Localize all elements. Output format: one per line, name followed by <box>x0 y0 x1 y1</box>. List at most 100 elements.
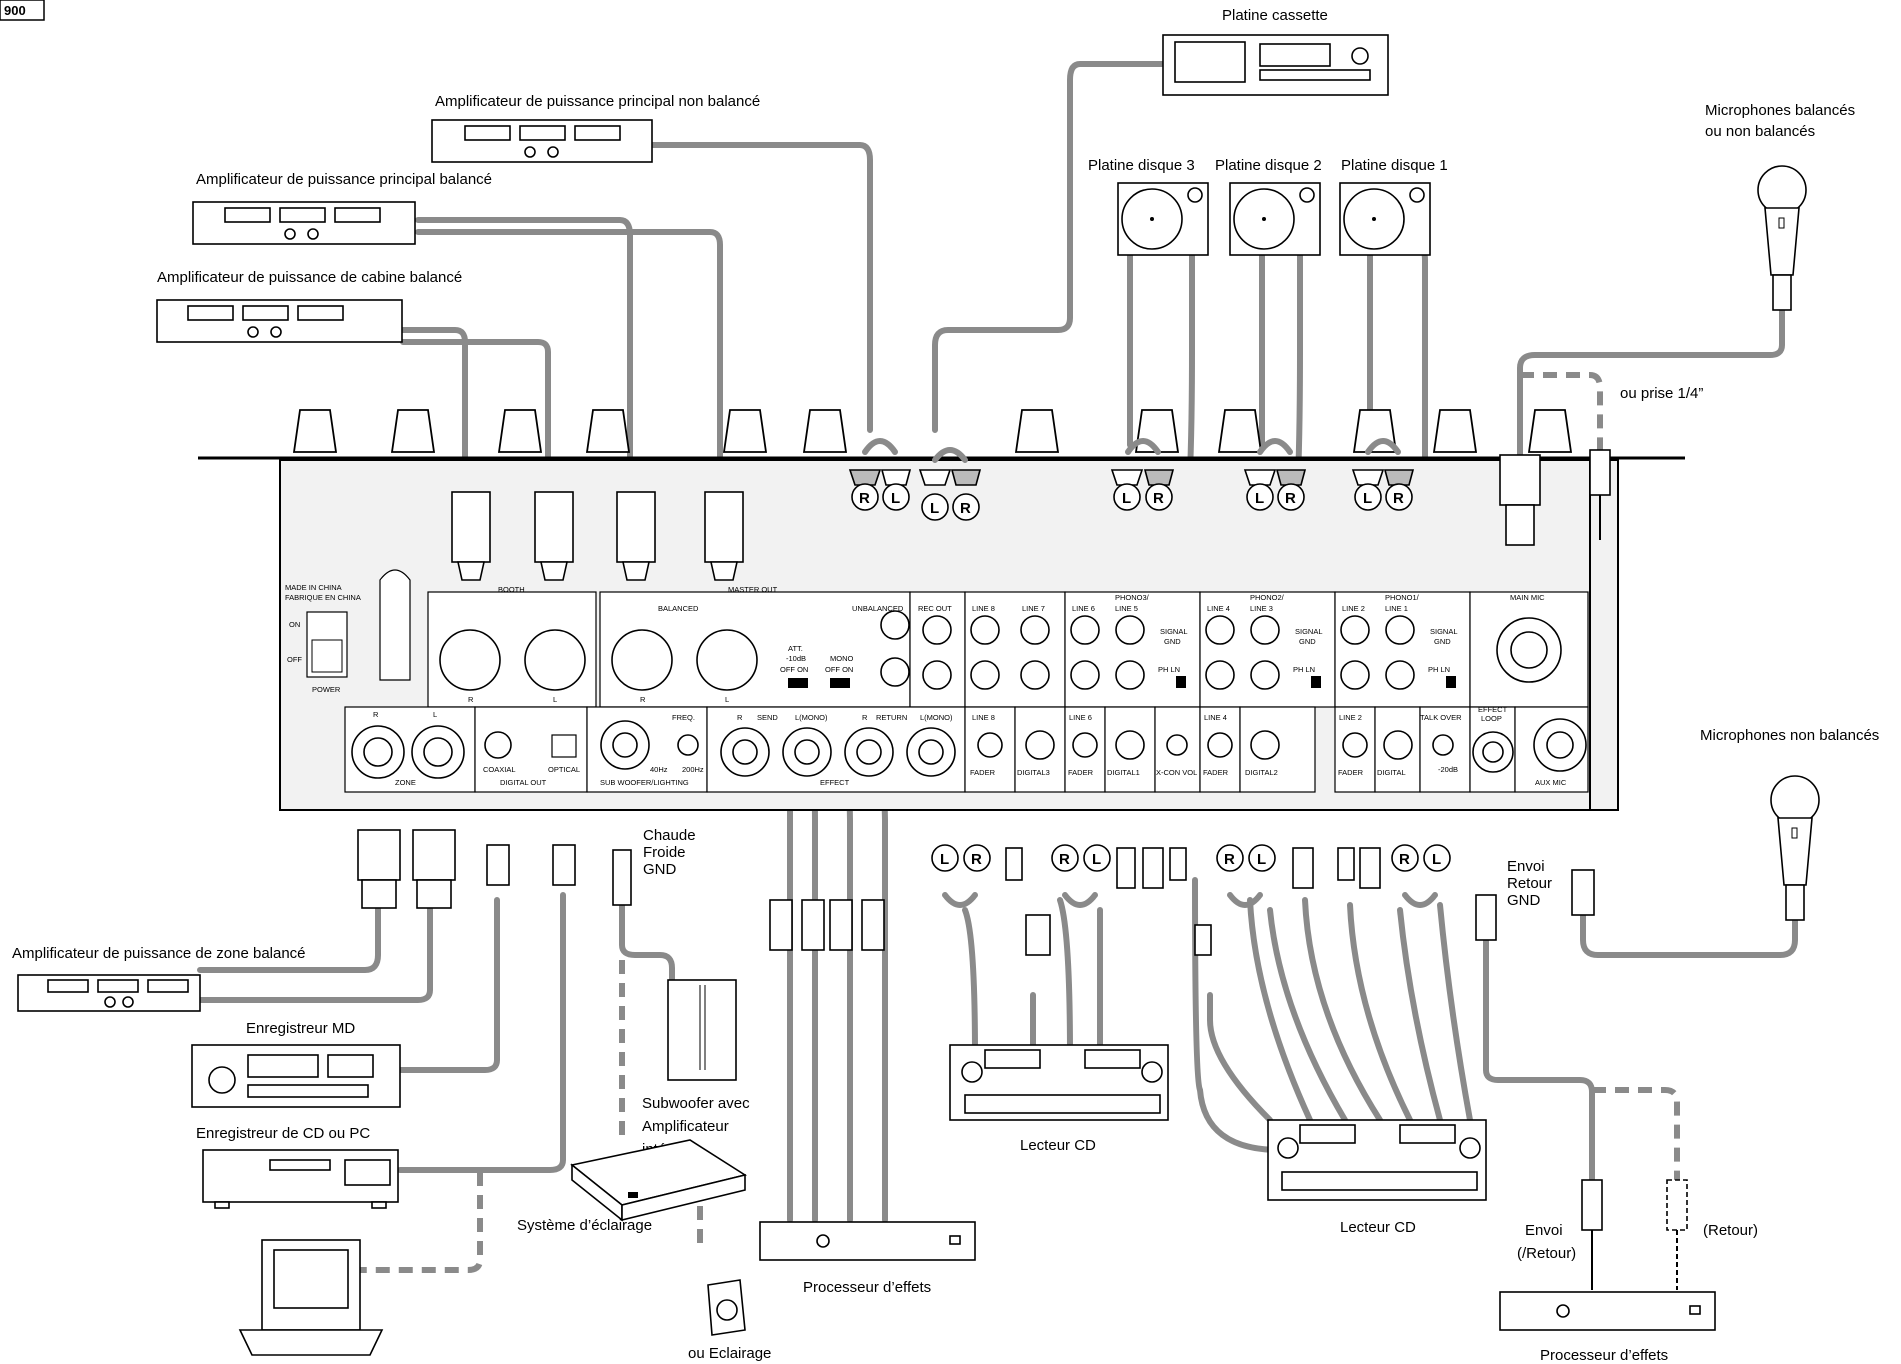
effects-processor-1: Processeur d’effets <box>759 1221 976 1296</box>
svg-text:Chaude: Chaude <box>643 827 696 844</box>
svg-text:L: L <box>433 710 437 719</box>
svg-text:POWER: POWER <box>312 685 341 694</box>
svg-text:Microphones non balancés: Microphones non balancés <box>1700 727 1879 744</box>
subwoofer: Subwoofer avec Amplificateur intégré <box>642 979 750 1158</box>
svg-text:FADER: FADER <box>1338 768 1364 777</box>
svg-text:PH LN: PH LN <box>1158 665 1180 674</box>
svg-text:OFF: OFF <box>287 655 302 664</box>
svg-text:-20dB: -20dB <box>1438 765 1458 774</box>
svg-text:LOOP: LOOP <box>1481 714 1502 723</box>
svg-text:R: R <box>1399 851 1410 868</box>
svg-text:MASTER OUT: MASTER OUT <box>728 585 778 594</box>
svg-text:FABRIQUE EN CHINA: FABRIQUE EN CHINA <box>285 593 361 602</box>
svg-text:40Hz: 40Hz <box>650 765 668 774</box>
svg-text:AUX MIC: AUX MIC <box>1535 778 1567 787</box>
svg-text:COAXIAL: COAXIAL <box>483 765 516 774</box>
cd-pc-recorder: Enregistreur de CD ou PC <box>196 1125 399 1209</box>
rca-phono2: L R <box>1243 438 1307 511</box>
svg-text:ou Eclairage: ou Eclairage <box>688 1345 771 1362</box>
turntable-2: Platine disque 2 <box>1215 157 1322 256</box>
svg-text:SUB WOOFER/LIGHTING: SUB WOOFER/LIGHTING <box>600 778 689 787</box>
svg-text:Envoi: Envoi <box>1507 858 1545 875</box>
svg-text:TALK OVER: TALK OVER <box>1420 713 1462 722</box>
svg-text:PH LN: PH LN <box>1428 665 1450 674</box>
svg-text:RETURN: RETURN <box>876 713 907 722</box>
rca-phono1: L R <box>1351 438 1415 511</box>
svg-text:Subwoofer avec: Subwoofer avec <box>642 1095 750 1112</box>
svg-text:Platine disque 2: Platine disque 2 <box>1215 157 1322 174</box>
svg-text:L: L <box>553 695 557 704</box>
svg-text:Système d’éclairage: Système d’éclairage <box>517 1217 652 1234</box>
svg-text:MADE IN CHINA: MADE IN CHINA <box>285 583 342 592</box>
svg-text:DIGITAL3: DIGITAL3 <box>1017 768 1050 777</box>
svg-text:L(MONO): L(MONO) <box>795 713 828 722</box>
svg-text:LINE 2: LINE 2 <box>1339 713 1362 722</box>
light-fixture: ou Eclairage <box>688 1279 771 1362</box>
svg-text:R: R <box>1224 851 1235 868</box>
main-balanced-label: Amplificateur de puissance principal bal… <box>196 171 492 188</box>
panel-lower-row: R L ZONE COAXIAL OPTICAL DIGITAL OUT FRE… <box>344 705 1589 793</box>
svg-text:LINE 8: LINE 8 <box>972 713 995 722</box>
svg-text:LINE 4: LINE 4 <box>1207 604 1230 613</box>
main-unbalanced-label: Amplificateur de puissance principal non… <box>435 93 760 110</box>
svg-text:L: L <box>1257 851 1266 868</box>
svg-text:DIGITAL OUT: DIGITAL OUT <box>500 778 547 787</box>
cd-player-2: Lecteur CD <box>1267 1119 1487 1236</box>
svg-text:MAIN MIC: MAIN MIC <box>1510 593 1545 602</box>
svg-text:GND: GND <box>1164 637 1181 646</box>
zone-amp: Amplificateur de puissance de zone balan… <box>12 945 306 1012</box>
svg-text:LINE 3: LINE 3 <box>1250 604 1273 613</box>
svg-text:LINE 8: LINE 8 <box>972 604 995 613</box>
booth-amp: Amplificateur de puissance de cabine bal… <box>156 269 462 343</box>
svg-text:OFF ON: OFF ON <box>825 665 853 674</box>
svg-text:Processeur d’effets: Processeur d’effets <box>1540 1347 1668 1364</box>
svg-text:LINE 1: LINE 1 <box>1385 604 1408 613</box>
svg-text:DIGITAL1: DIGITAL1 <box>1107 768 1140 777</box>
rca-unbal-out: R L <box>848 438 912 511</box>
svg-text:900: 900 <box>4 3 26 18</box>
svg-text:Platine disque 1: Platine disque 1 <box>1341 157 1448 174</box>
main-balanced-amp: Amplificateur de puissance principal bal… <box>192 171 492 245</box>
svg-text:ATT.: ATT. <box>788 644 803 653</box>
rca-rec-out: L R <box>918 447 982 521</box>
svg-text:ou non balancés: ou non balancés <box>1705 123 1815 140</box>
turntable-3: Platine disque 3 <box>1088 157 1209 256</box>
svg-text:R: R <box>373 710 379 719</box>
svg-text:GND: GND <box>1299 637 1316 646</box>
booth-amp-label: Amplificateur de puissance de cabine bal… <box>157 269 462 286</box>
svg-text:Retour: Retour <box>1507 875 1552 892</box>
svg-text:200Hz: 200Hz <box>682 765 704 774</box>
svg-text:FADER: FADER <box>1068 768 1094 777</box>
svg-text:Lecteur CD: Lecteur CD <box>1340 1219 1416 1236</box>
rca-cd1: L R <box>931 844 991 908</box>
svg-text:R: R <box>971 851 982 868</box>
main-unbalanced-amp: Amplificateur de puissance principal non… <box>431 93 760 163</box>
svg-text:R: R <box>862 713 868 722</box>
svg-text:L: L <box>1363 490 1372 507</box>
turntable-1: Platine disque 1 <box>1339 157 1448 256</box>
svg-text:Processeur d’effets: Processeur d’effets <box>803 1279 931 1296</box>
microphone-balanced: Microphones balancés ou non balancés <box>1705 102 1855 311</box>
cd-player-1: Lecteur CD <box>949 1044 1169 1154</box>
svg-text:L: L <box>1255 490 1264 507</box>
svg-text:SIGNAL: SIGNAL <box>1430 627 1458 636</box>
svg-text:DIGITAL2: DIGITAL2 <box>1245 768 1278 777</box>
svg-text:R: R <box>859 490 870 507</box>
upper-plugs: R L L R L R L <box>451 438 1611 581</box>
svg-text:OPTICAL: OPTICAL <box>548 765 580 774</box>
svg-text:SIGNAL: SIGNAL <box>1160 627 1188 636</box>
svg-text:Amplificateur de puissance de: Amplificateur de puissance de zone balan… <box>12 945 306 962</box>
svg-text:R: R <box>468 695 474 704</box>
svg-text:LINE 6: LINE 6 <box>1072 604 1095 613</box>
lower-plugs: Chaude Froide GND L R R L <box>357 827 1595 956</box>
svg-text:FADER: FADER <box>970 768 996 777</box>
svg-text:FADER: FADER <box>1203 768 1229 777</box>
svg-text:LINE 6: LINE 6 <box>1069 713 1092 722</box>
svg-text:LINE 4: LINE 4 <box>1204 713 1227 722</box>
svg-text:BOOTH: BOOTH <box>498 585 525 594</box>
svg-text:R: R <box>737 713 743 722</box>
svg-text:GND: GND <box>1507 892 1541 909</box>
svg-text:(Retour): (Retour) <box>1703 1222 1758 1239</box>
microphone-unbalanced: Microphones non balancés <box>1700 727 1879 921</box>
svg-text:PHONO1/: PHONO1/ <box>1385 593 1420 602</box>
